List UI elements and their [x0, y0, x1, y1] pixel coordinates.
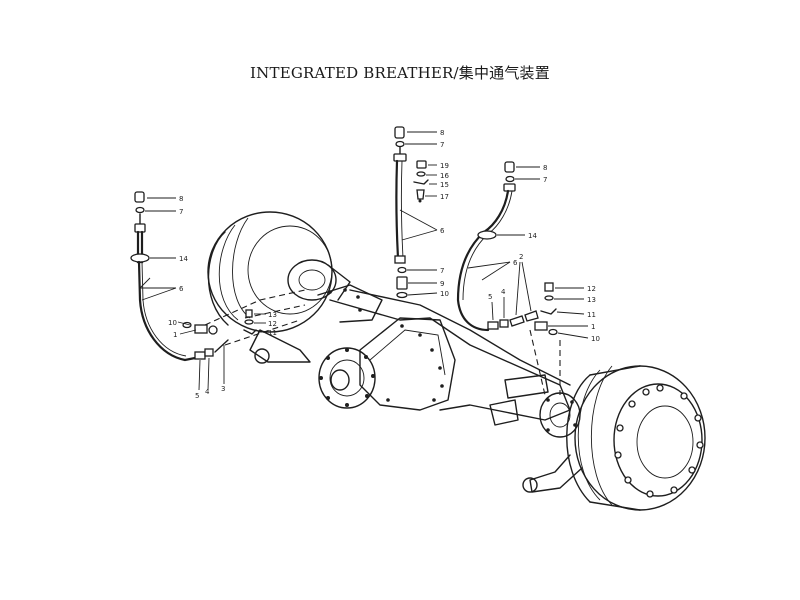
spring-seat [504, 374, 549, 399]
label-right-14: 14 [528, 232, 537, 240]
label-right-12: 12 [587, 285, 596, 293]
label-left-13: 13 [268, 311, 277, 319]
right-brake-drum [566, 365, 706, 511]
label-left-3: 3 [221, 385, 225, 393]
label-right-1: 1 [591, 323, 595, 331]
right-cap-12 [544, 282, 554, 292]
leader-lines [139, 131, 589, 391]
left-fitting-5 [194, 351, 206, 360]
center-valve-9 [396, 276, 408, 290]
label-right-11: 11 [587, 311, 596, 319]
left-fitting-4 [204, 348, 214, 357]
label-center-16: 16 [440, 172, 449, 180]
label-center-19: 19 [440, 162, 449, 170]
left-seal-12 [244, 319, 254, 325]
part-15 [413, 179, 429, 185]
right-fitting-2b [524, 310, 539, 322]
label-left-4: 4 [205, 388, 210, 396]
label-right-5: 5 [488, 293, 492, 301]
label-left-7: 7 [179, 208, 183, 216]
label-center-17: 17 [440, 193, 449, 201]
center-washer-10 [396, 291, 408, 299]
axle-housing [317, 284, 571, 421]
left-brake-drum [207, 211, 333, 333]
part-19 [416, 160, 427, 169]
label-left-12: 12 [268, 320, 277, 328]
label-right-10: 10 [591, 335, 600, 343]
left-steering-arm [249, 329, 311, 363]
center-breather-cap-8 [394, 126, 405, 139]
label-right-2: 2 [519, 253, 523, 261]
right-seal-13 [544, 295, 554, 301]
lower-bracket [489, 399, 519, 426]
label-center-7: 7 [440, 141, 444, 149]
left-fitting-3 [214, 339, 229, 353]
center-breather-assembly [393, 126, 429, 299]
label-left-11: 11 [268, 329, 277, 337]
label-center-6: 6 [440, 227, 445, 235]
left-o-ring-7 [135, 206, 145, 214]
part-labels: 8 7 14 6 10 1 5 4 3 13 12 11 8 7 19 16 1… [168, 129, 600, 400]
label-left-8: 8 [179, 195, 183, 203]
right-fitting-5 [487, 321, 499, 330]
right-o-ring-7 [505, 175, 515, 183]
connection-lines [204, 289, 561, 396]
right-fitting-4 [499, 319, 509, 328]
right-fitting-2a [509, 315, 525, 327]
right-arm-eye [522, 477, 538, 493]
right-elbow-11 [540, 308, 557, 315]
label-left-10: 10 [168, 319, 177, 327]
center-o-ring-7 [395, 140, 405, 148]
label-left-1: 1 [173, 331, 177, 339]
label-right-6: 6 [513, 259, 518, 267]
left-elbow-11 [243, 329, 257, 335]
label-right-8: 8 [543, 164, 547, 172]
right-clip-14 [477, 230, 497, 240]
diagram-title: INTEGRATED BREATHER/集中通气装置 [250, 64, 550, 82]
right-washer-10 [548, 328, 558, 336]
label-right-13: 13 [587, 296, 596, 304]
label-center-10: 10 [440, 290, 449, 298]
right-steering-arm [529, 454, 583, 493]
left-hose-6 [137, 260, 197, 362]
label-left-5: 5 [195, 392, 199, 400]
center-o-ring-7b [397, 266, 407, 274]
right-hose-6 [456, 189, 510, 332]
label-right-4: 4 [501, 288, 506, 296]
left-hub [287, 259, 351, 301]
label-center-15: 15 [440, 181, 449, 189]
left-clip-14 [130, 253, 150, 263]
center-hose-6 [395, 159, 400, 260]
part-17 [416, 189, 425, 200]
label-left-14: 14 [179, 255, 188, 263]
left-breather-cap-8 [134, 191, 145, 203]
label-center-7b: 7 [440, 267, 444, 275]
right-breather-assembly [456, 161, 558, 336]
label-center-8: 8 [440, 129, 444, 137]
right-connector-1 [534, 321, 548, 331]
left-connector-1 [194, 324, 208, 334]
right-hub [539, 392, 581, 438]
part-16 [416, 171, 426, 177]
left-arm-eye [254, 348, 270, 364]
label-center-9: 9 [440, 280, 444, 288]
right-breather-cap-8 [504, 161, 515, 173]
left-cap-13 [245, 309, 253, 318]
label-right-7: 7 [543, 176, 547, 184]
label-left-6: 6 [179, 285, 184, 293]
left-breather-assembly [130, 191, 257, 362]
